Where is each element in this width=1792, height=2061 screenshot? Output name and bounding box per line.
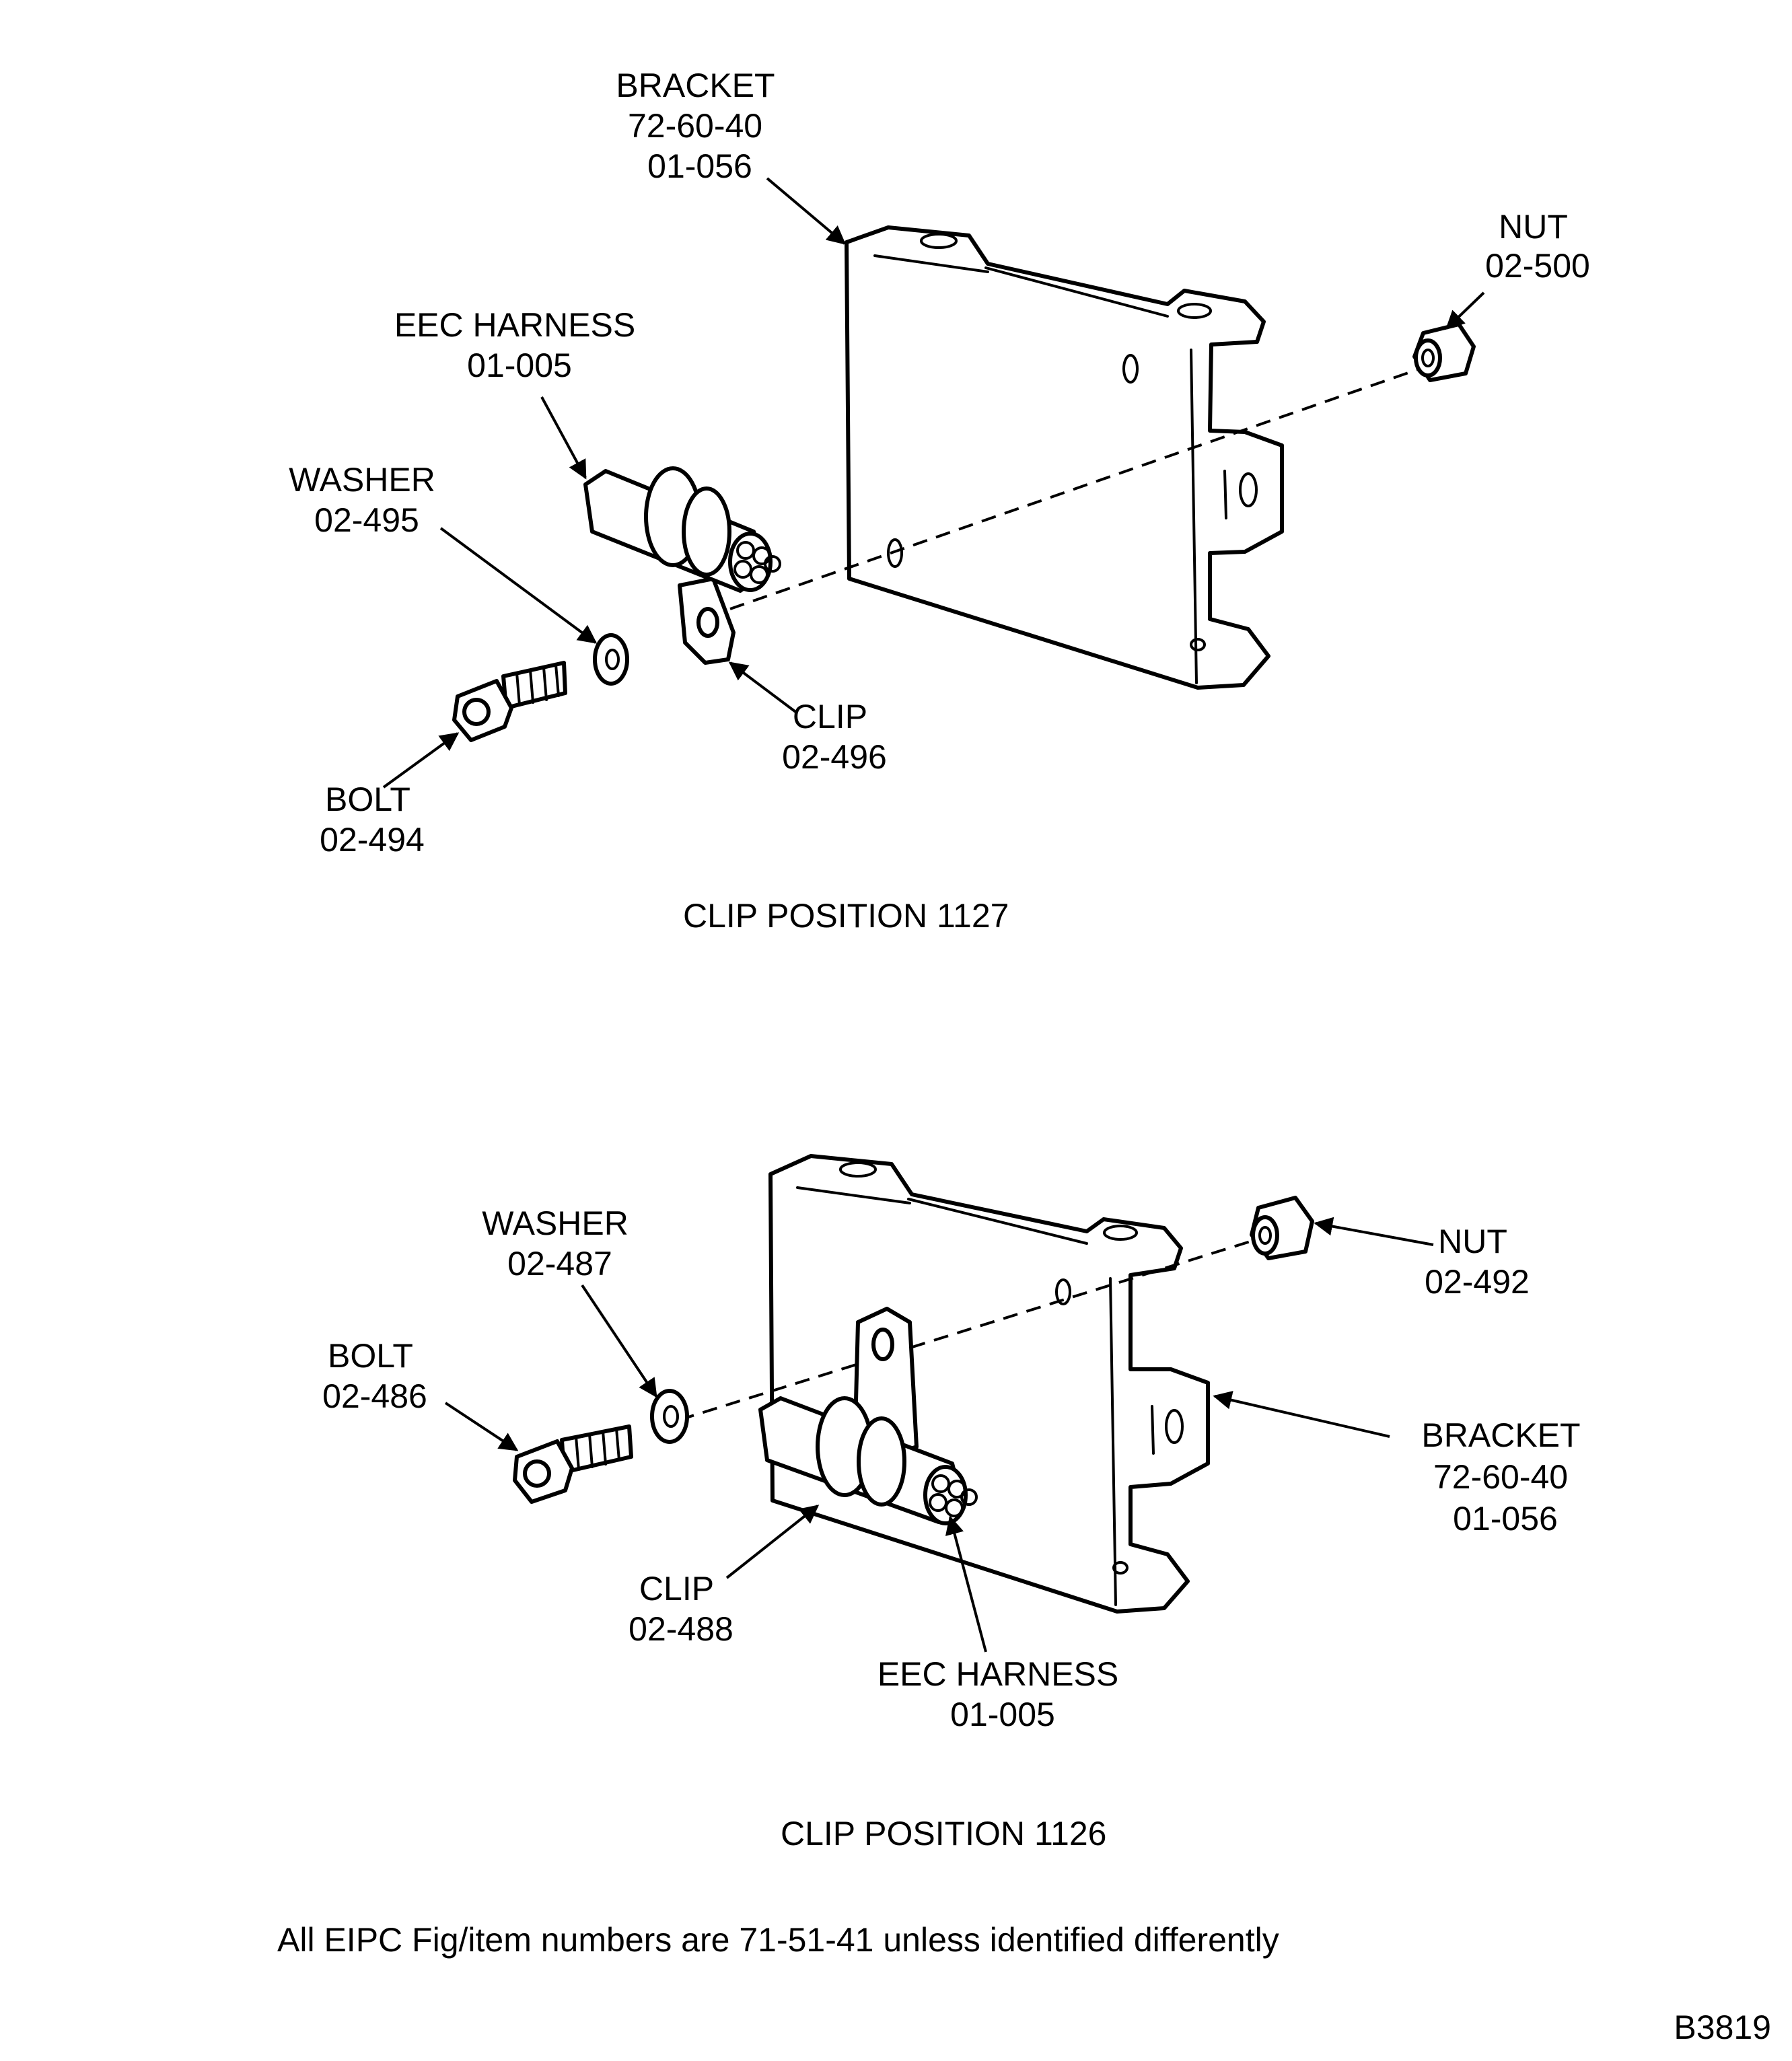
lower-bracket-leader bbox=[1213, 1391, 1390, 1438]
lower-nut bbox=[1250, 1196, 1314, 1260]
lower-nut-leader bbox=[1314, 1217, 1434, 1246]
lower-washer-leader bbox=[581, 1284, 657, 1398]
lower-clip-label: CLIP 02-488 bbox=[629, 1570, 733, 1648]
lower-bolt bbox=[513, 1424, 633, 1504]
upper-bolt bbox=[452, 661, 567, 742]
upper-washer-label: WASHER 02-495 bbox=[289, 461, 445, 539]
upper-bolt-label: BOLT 02-494 bbox=[320, 781, 425, 859]
upper-washer-leader bbox=[439, 527, 598, 644]
upper-harness-leader bbox=[540, 396, 587, 480]
lower-washer-label: WASHER 02-487 bbox=[482, 1204, 638, 1282]
lower-washer bbox=[650, 1389, 689, 1444]
lower-nut-label: NUT 02-492 bbox=[1425, 1223, 1530, 1301]
lower-eec-harness bbox=[758, 1396, 978, 1525]
upper-harness-label: EEC HARNESS 01-005 bbox=[394, 306, 645, 384]
lower-clip-leader bbox=[725, 1505, 820, 1579]
lower-bolt-label: BOLT 02-486 bbox=[322, 1337, 427, 1415]
upper-bracket-label: BRACKET 72-60-40 01-056 bbox=[616, 67, 783, 185]
eipc-reference-note: All EIPC Fig/item numbers are 71-51-41 u… bbox=[277, 1921, 1279, 1959]
lower-assembly-axis bbox=[679, 1233, 1273, 1421]
lower-bracket-label: BRACKET 72-60-40 01-056 bbox=[1421, 1416, 1589, 1538]
lower-harness-leader bbox=[945, 1515, 987, 1653]
upper-clip-label: CLIP 02-496 bbox=[782, 698, 887, 776]
lower-caption: CLIP POSITION 1126 bbox=[781, 1815, 1106, 1852]
upper-nut-leader bbox=[1445, 291, 1485, 330]
figure-id: B3819 bbox=[1674, 2009, 1771, 2046]
upper-washer bbox=[593, 633, 629, 686]
upper-nut bbox=[1412, 322, 1476, 382]
upper-eec-harness bbox=[583, 466, 781, 593]
upper-clip bbox=[678, 577, 736, 665]
upper-assembly: BRACKET 72-60-40 01-056 NUT 02-500 EEC H… bbox=[289, 67, 1590, 935]
upper-nut-label: NUT 02-500 bbox=[1485, 208, 1590, 285]
upper-caption: CLIP POSITION 1127 bbox=[683, 897, 1009, 935]
upper-assembly-axis bbox=[729, 367, 1421, 610]
upper-clip-leader bbox=[728, 661, 799, 715]
upper-bracket bbox=[845, 225, 1284, 690]
lower-bolt-leader bbox=[444, 1402, 519, 1451]
lower-harness-label: EEC HARNESS 01-005 bbox=[877, 1655, 1128, 1733]
lower-bracket bbox=[768, 1154, 1210, 1614]
lower-assembly: WASHER 02-487 NUT 02-492 BOLT 02-486 BRA… bbox=[322, 1154, 1589, 1852]
upper-bolt-leader bbox=[382, 732, 460, 789]
upper-bracket-leader bbox=[766, 177, 847, 245]
